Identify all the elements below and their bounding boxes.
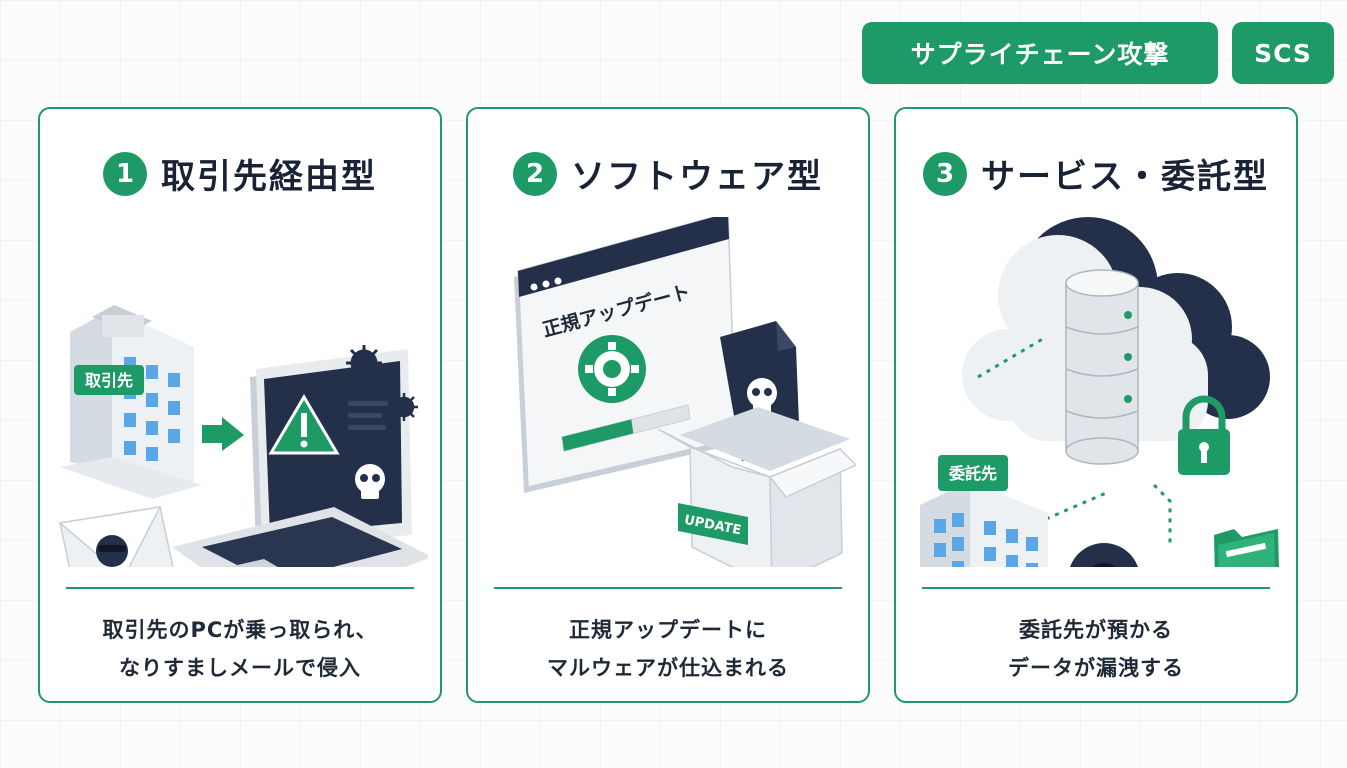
card-title: 取引先経由型 xyxy=(161,157,377,197)
virus-icon xyxy=(390,393,418,421)
topic-tag: サプライチェーン攻撃 xyxy=(862,22,1218,84)
screen-lines xyxy=(348,401,388,430)
partner-route-illustration: 取引先 xyxy=(58,305,428,567)
laptop-icon xyxy=(172,349,428,567)
partner-label: 取引先 xyxy=(74,365,144,395)
partner-label-text: 取引先 xyxy=(85,371,133,390)
card-description: 取引先のPCが乗っ取られ、 なりすましメールで侵入 xyxy=(40,611,440,687)
abbr-tag: SCS xyxy=(1232,22,1334,84)
number-badge: 2 xyxy=(513,151,557,196)
lock-icon xyxy=(1178,395,1230,475)
card-title: サービス・委託型 xyxy=(981,157,1269,197)
building-icon xyxy=(920,481,1048,567)
progress-bar-icon xyxy=(561,404,691,452)
service-route-illustration: 委託先 xyxy=(920,217,1279,567)
skull-icon xyxy=(355,464,385,499)
warning-icon xyxy=(268,394,340,455)
description-line: マルウェアが仕込まれる xyxy=(547,656,789,680)
card-header: 1 取引先経由型 xyxy=(40,149,440,198)
software-route-illustration: 正規アップデート xyxy=(514,217,856,567)
description-line: 取引先のPCが乗っ取られ、 xyxy=(102,618,378,642)
description-line: 正規アップデートに xyxy=(569,618,767,642)
database-icon xyxy=(1065,269,1139,465)
card-header: 3 サービス・委託型 xyxy=(896,149,1296,198)
arrow-right-icon xyxy=(202,417,244,451)
card-partner-route: 1 取引先経由型 取引先 xyxy=(38,107,442,703)
divider xyxy=(66,587,414,589)
card-title: ソフトウェア型 xyxy=(571,157,823,197)
description-line: なりすましメールで侵入 xyxy=(119,656,361,680)
hooded-hacker-icon xyxy=(1070,543,1138,567)
folder-icon xyxy=(1214,529,1279,567)
divider xyxy=(494,587,842,589)
number-badge: 1 xyxy=(103,151,147,196)
contractor-label: 委託先 xyxy=(938,455,1008,491)
contractor-label-text: 委託先 xyxy=(948,464,997,483)
divider xyxy=(922,587,1270,589)
connection-lines xyxy=(977,335,1172,547)
number-badge: 3 xyxy=(923,151,967,196)
card-service-route: 3 サービス・委託型 xyxy=(894,107,1298,703)
card-description: 委託先が預かる データが漏洩する xyxy=(896,611,1296,687)
card-description: 正規アップデートに マルウェアが仕込まれる xyxy=(468,611,868,687)
card-software-route: 2 ソフトウェア型 正規アップデート xyxy=(466,107,870,703)
card-header: 2 ソフトウェア型 xyxy=(468,149,868,198)
gear-icon xyxy=(578,335,646,403)
virus-icon xyxy=(346,345,382,381)
building-icon xyxy=(60,305,202,499)
description-line: 委託先が預かる xyxy=(1019,618,1173,642)
hacker-icon xyxy=(96,535,128,567)
description-line: データが漏洩する xyxy=(1008,656,1184,680)
